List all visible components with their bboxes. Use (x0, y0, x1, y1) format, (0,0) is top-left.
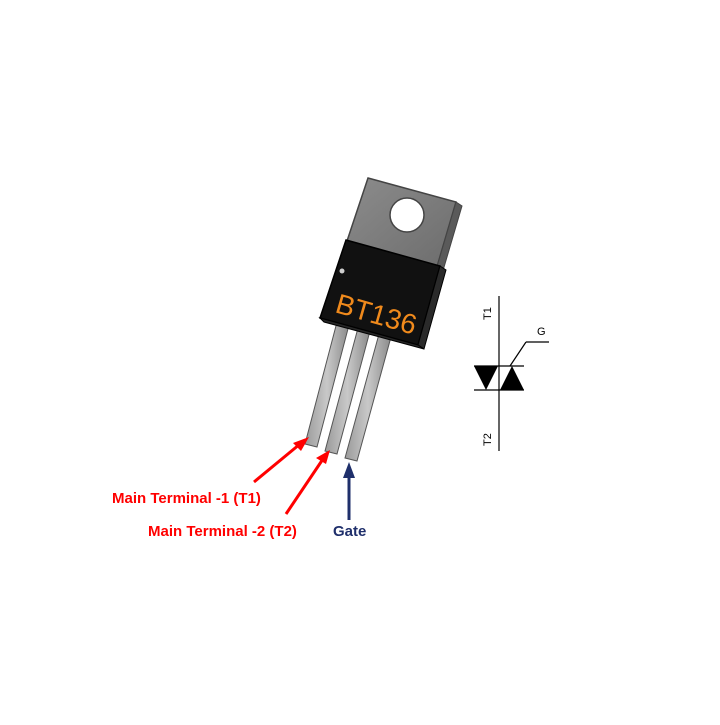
pin-leads (304, 321, 392, 462)
triac-symbol: T1 T2 G (474, 296, 549, 451)
t1-arrow (253, 437, 309, 484)
mounting-hole (389, 197, 425, 233)
t2-label: Main Terminal -2 (T2) (148, 523, 297, 540)
symbol-gate-lead (509, 341, 527, 367)
symbol-t2-label: T2 (482, 433, 494, 446)
gate-arrow (343, 462, 355, 520)
symbol-gate-label: G (537, 326, 546, 338)
pin1-dot (339, 268, 345, 274)
gate-label: Gate (333, 523, 366, 540)
t2-arrow (284, 450, 330, 515)
t1-label: Main Terminal -1 (T1) (112, 490, 261, 507)
symbol-triangle-down (474, 366, 498, 390)
symbol-t1-label: T1 (482, 307, 494, 320)
symbol-triangle-up (500, 366, 524, 390)
